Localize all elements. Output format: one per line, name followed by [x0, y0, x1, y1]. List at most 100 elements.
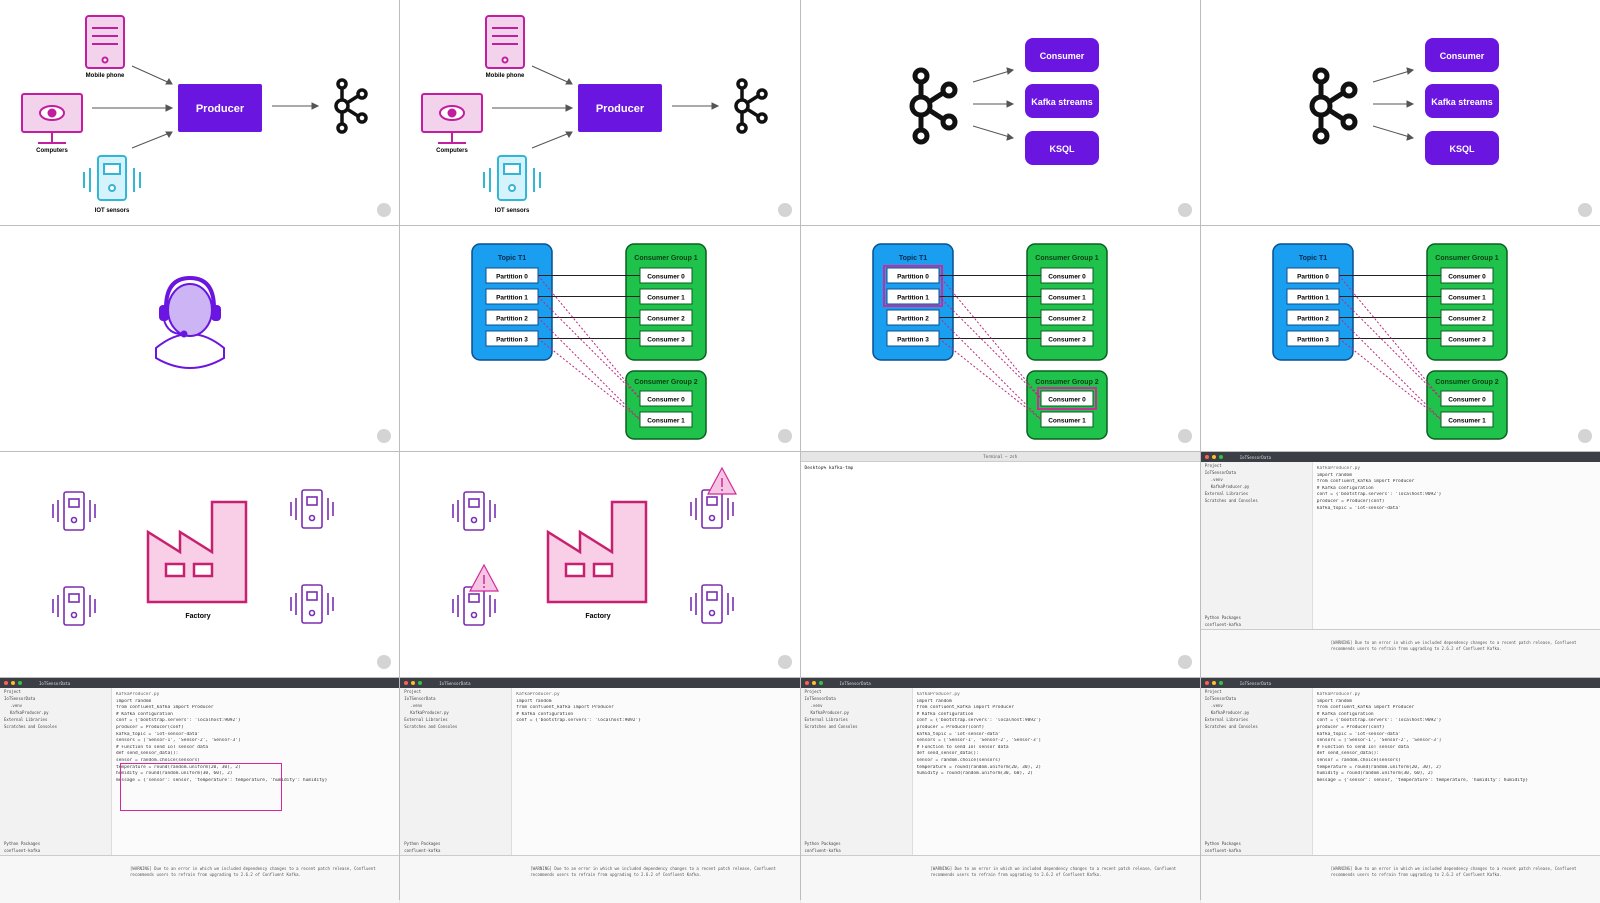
tile-consumers-2[interactable]: Consumer Kafka streams KSQL	[1200, 0, 1600, 225]
project-tree-item[interactable]: Scratches and Consoles	[404, 724, 458, 729]
tile-consumers-1[interactable]: Consumer Kafka streams KSQL	[800, 0, 1200, 225]
tile-producer-1[interactable]: Mobile phone Computers IOT sensors Produ…	[0, 0, 400, 225]
maximize-window-icon[interactable]	[18, 681, 22, 685]
producer-box	[178, 84, 262, 132]
project-tree-item[interactable]: KafkaProducer.py	[1210, 484, 1250, 489]
factory-diagram: Factory	[52, 489, 334, 626]
project-tree-item[interactable]: KafkaProducer.py	[10, 710, 49, 715]
project-name[interactable]: IoTSensorData	[839, 680, 871, 686]
project-tree-item[interactable]: External Libraries	[1204, 491, 1249, 496]
terminal-window[interactable]: Terminal — zsh Desktop% kafka-tmp	[800, 452, 1200, 677]
terminal-prompt[interactable]: Desktop% kafka-tmp	[804, 466, 854, 471]
project-tree-item[interactable]: Scratches and Consoles	[4, 724, 57, 729]
editor-tab[interactable]: KafkaProducer.py	[516, 692, 560, 697]
project-tree-item[interactable]: KafkaProducer.py	[1210, 710, 1250, 715]
project-tree-item[interactable]: External Libraries	[4, 717, 48, 722]
minimize-window-icon[interactable]	[811, 681, 816, 685]
project-tree-item[interactable]: IoTSensorData	[4, 696, 36, 701]
code-line: kafka_topic = 'iot-sensor-data'	[1316, 731, 1401, 737]
project-tree-item[interactable]: .venv	[1210, 477, 1223, 482]
package-search-input[interactable]: confluent-kafka	[804, 848, 841, 853]
project-tree-item[interactable]: External Libraries	[804, 717, 848, 722]
project-tree-item[interactable]: IoTSensorData	[1204, 696, 1237, 701]
project-tree-item[interactable]: External Libraries	[1204, 717, 1249, 722]
editor-tab[interactable]: KafkaProducer.py	[116, 692, 160, 697]
editor-tab[interactable]: KafkaProducer.py	[916, 692, 960, 697]
code-line: humidity = round(random.uniform(30, 60),…	[1316, 771, 1434, 777]
consumer-box	[1440, 267, 1494, 284]
editor-tab[interactable]: KafkaProducer.py	[1316, 692, 1361, 697]
minimize-window-icon[interactable]	[1211, 455, 1216, 459]
project-name[interactable]: IoTSensorData	[1239, 680, 1272, 686]
tile-factory-1[interactable]: Factory	[0, 452, 400, 677]
package-search-input[interactable]: confluent-kafka	[404, 848, 441, 853]
ksql-label: KSQL	[1449, 144, 1475, 154]
package-search-input[interactable]: confluent-kafka	[1204, 848, 1241, 853]
code-line: import random	[916, 698, 952, 704]
close-window-icon[interactable]	[1204, 455, 1209, 459]
editor-tab[interactable]: KafkaProducer.py	[1316, 466, 1361, 471]
maximize-window-icon[interactable]	[418, 681, 423, 685]
consumer-label: Consumer	[1439, 51, 1484, 61]
project-tree-item[interactable]: KafkaProducer.py	[410, 710, 449, 715]
project-tree-item[interactable]: Scratches and Consoles	[804, 724, 858, 729]
code-line: producer = Producer(conf)	[1316, 498, 1385, 504]
minimize-window-icon[interactable]	[1211, 681, 1216, 685]
minimize-window-icon[interactable]	[411, 681, 416, 685]
group-2-link	[938, 296, 1041, 399]
project-tree-item[interactable]: IoTSensorData	[804, 696, 836, 701]
code-line: # Function to send IoT sensor data	[116, 744, 209, 750]
project-name[interactable]: IoTSensorData	[439, 680, 471, 686]
project-tree-item[interactable]: IoTSensorData	[1204, 470, 1237, 475]
project-name[interactable]: IoTSensorData	[39, 680, 71, 686]
project-tree-item[interactable]: Scratches and Consoles	[1204, 498, 1258, 503]
close-window-icon[interactable]	[404, 681, 409, 685]
project-name[interactable]: IoTSensorData	[1239, 454, 1272, 460]
tile-factory-2[interactable]: Factory	[400, 452, 800, 677]
producer-diagram-repeat: Mobile phone Computers IOT sensors Produ…	[421, 15, 768, 214]
package-search-input[interactable]: confluent-kafka	[1204, 622, 1241, 627]
project-tree-item[interactable]: .venv	[10, 703, 23, 708]
minimize-window-icon[interactable]	[11, 681, 15, 685]
producer-label: Producer	[596, 103, 645, 115]
code-line: from confluent_kafka import Producer	[516, 705, 614, 711]
package-search-input[interactable]: confluent-kafka	[4, 848, 41, 853]
project-tree-item[interactable]: IoTSensorData	[404, 696, 436, 701]
maximize-window-icon[interactable]	[818, 681, 823, 685]
tile-support-agent[interactable]	[0, 226, 400, 451]
partition-label: Partition 0	[1297, 274, 1329, 281]
close-window-icon[interactable]	[1204, 681, 1209, 685]
project-tree-item[interactable]: .venv	[1210, 703, 1223, 708]
project-tree-item[interactable]: Scratches and Consoles	[1204, 724, 1258, 729]
project-tree-item[interactable]: External Libraries	[404, 717, 448, 722]
close-window-icon[interactable]	[804, 681, 809, 685]
code-line: conf = {'bootstrap.servers': 'localhost:…	[116, 718, 241, 724]
project-tree-item[interactable]: .venv	[810, 703, 823, 708]
ide-title-bar: IoTSensorData	[1200, 452, 1600, 462]
maximize-window-icon[interactable]	[1218, 681, 1223, 685]
maximize-window-icon[interactable]	[1218, 455, 1223, 459]
project-tree-item[interactable]: KafkaProducer.py	[810, 710, 850, 715]
tile-terminal[interactable]: Terminal — zsh Desktop% kafka-tmp	[800, 452, 1200, 677]
close-window-icon[interactable]	[4, 681, 8, 685]
project-tree-item[interactable]: .venv	[410, 703, 423, 708]
tile-producer-2[interactable]: Mobile phone Computers IOT sensors Produ…	[400, 0, 800, 225]
